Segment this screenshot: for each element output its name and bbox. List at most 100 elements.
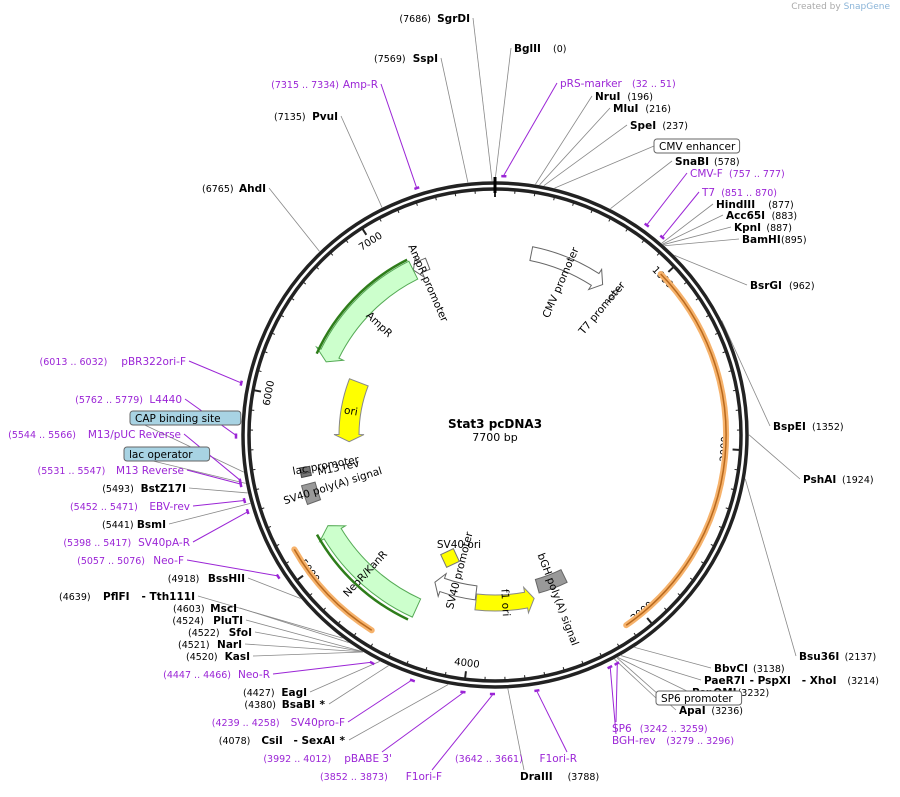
feature-lac-promoter	[299, 465, 312, 474]
ruler-tick	[734, 468, 739, 471]
label-position: (5493)	[102, 484, 134, 495]
ruler-tick	[725, 507, 730, 510]
label-position: (5762 .. 5779)	[75, 395, 143, 406]
snapgene-logo: SnapGene	[843, 2, 890, 12]
label-position: (7569)	[374, 54, 406, 65]
label-name: M13/pUC Reverse	[88, 429, 181, 441]
label-name: BsaBI	[282, 699, 315, 711]
label-ahdi: AhdI(6765)	[202, 183, 266, 195]
ruler-tick	[730, 488, 735, 491]
label-name: SnaBI	[675, 156, 709, 168]
label-name: Acc65I	[726, 210, 765, 222]
label-bamhi: BamHI(895)	[742, 234, 807, 246]
label-bsrgi: BsrGI(962)	[750, 280, 815, 292]
label-name: EagI	[281, 687, 307, 699]
leader-line	[380, 83, 418, 190]
label-pvui: PvuI(7135)	[274, 111, 338, 123]
label-bsmi: BsmI(5441)	[102, 519, 166, 531]
label-hindiii: HindIII(877)	[716, 199, 794, 211]
label-spei: SpeI(237)	[630, 120, 688, 132]
label-extra: - XhoI	[802, 675, 837, 687]
label-name: Neo-F	[153, 555, 184, 567]
leader-line	[186, 559, 280, 577]
ruler-tick	[267, 526, 272, 529]
leader-line	[494, 47, 512, 182]
leader-line	[309, 660, 380, 693]
label-sgrdi: SgrDI(7686)	[399, 13, 470, 25]
label-name: BglII	[514, 43, 541, 55]
label-bsabi: *BsaBI(4380)	[244, 699, 325, 711]
label-f1ori-f: (3852 .. 3873)F1ori-F	[320, 771, 442, 783]
leader-line	[554, 145, 655, 189]
label-name: PflFI	[103, 591, 130, 603]
plasmid-size: 7700 bp	[472, 431, 517, 444]
label-position: (5531 .. 5547)	[38, 466, 106, 477]
ruler-tick	[280, 314, 285, 318]
label-position: (578)	[714, 157, 740, 168]
label-position: (877)	[768, 200, 794, 211]
ruler-tick	[302, 281, 307, 285]
ruler-tick	[251, 468, 256, 471]
label-t7: T7(851 .. 870)	[701, 187, 777, 199]
ruler-tick	[275, 543, 280, 547]
ruler-tick	[361, 227, 368, 236]
label-name: SpeI	[630, 120, 656, 132]
feature-box	[653, 138, 741, 154]
label-position: (4524)	[172, 616, 204, 627]
ruler-tick	[444, 671, 447, 677]
leader-line	[247, 577, 301, 599]
label-name: BbvCI	[714, 663, 748, 675]
label-m13-reverse: M13 Reverse(5531 .. 5547)	[38, 465, 184, 477]
primer-mark	[534, 688, 540, 693]
label-name: L4440	[149, 394, 182, 406]
label-position: (4078)	[219, 736, 251, 747]
highlight-arc-core	[625, 273, 727, 626]
feature-ampr-promoter	[412, 255, 431, 279]
leader-line	[268, 187, 320, 252]
sv40-ori-marker	[440, 548, 460, 568]
feature-label-t7-promoter: T7 promoter	[576, 279, 628, 338]
feature-box-label: lac operator	[129, 449, 193, 461]
label-name: CMV-F	[690, 168, 723, 180]
primer-mark	[614, 661, 620, 666]
ruler-tick	[434, 196, 437, 201]
ruler-tick	[255, 488, 260, 491]
feature-sv40-promoter	[434, 572, 478, 601]
primer-mark	[460, 690, 466, 694]
label-name: SV40pA-R	[138, 537, 190, 549]
label-amp-r: Amp-R(7315 .. 7334)	[271, 79, 378, 91]
green-arc	[315, 258, 408, 355]
label-m13-puc-reverse: M13/pUC Reverse(5544 .. 5566)	[8, 429, 181, 441]
leader-line	[662, 191, 700, 237]
label-position: (4427)	[243, 688, 275, 699]
leader-line	[609, 667, 617, 735]
label-mlui: MluI(216)	[613, 103, 671, 115]
feature-m13-rev	[300, 471, 312, 479]
label-prs-marker: pRS-marker(32 .. 51)	[560, 78, 676, 90]
leader-line	[188, 487, 248, 494]
label-position: (4521)	[178, 640, 210, 651]
label-name: ApaI	[679, 705, 706, 717]
label-position: (895)	[781, 235, 807, 246]
label-extra: - SexAI	[293, 735, 335, 747]
ruler-tick	[425, 667, 428, 672]
label-lac-operator: lac operator	[123, 446, 211, 462]
label-position: (3642 .. 3661)	[455, 754, 523, 765]
ruler-tick	[295, 574, 304, 582]
ruler-tick	[370, 643, 374, 648]
label-position: (5398 .. 5417)	[63, 538, 131, 549]
label-position: (4380)	[244, 700, 276, 711]
label-extra: - Tth111I	[142, 591, 196, 603]
ruler-tick	[337, 620, 341, 625]
leader-line	[614, 658, 657, 699]
feature-ampr	[315, 260, 419, 363]
leader-line	[340, 115, 383, 208]
ruler-tick	[646, 617, 654, 625]
label-position: (3236)	[711, 706, 743, 717]
label-star: *	[340, 735, 346, 747]
label-name: BGH-rev	[612, 735, 656, 747]
label-position: (5441)	[102, 520, 134, 531]
ruler-tick	[683, 281, 688, 285]
leader-line	[620, 655, 702, 681]
